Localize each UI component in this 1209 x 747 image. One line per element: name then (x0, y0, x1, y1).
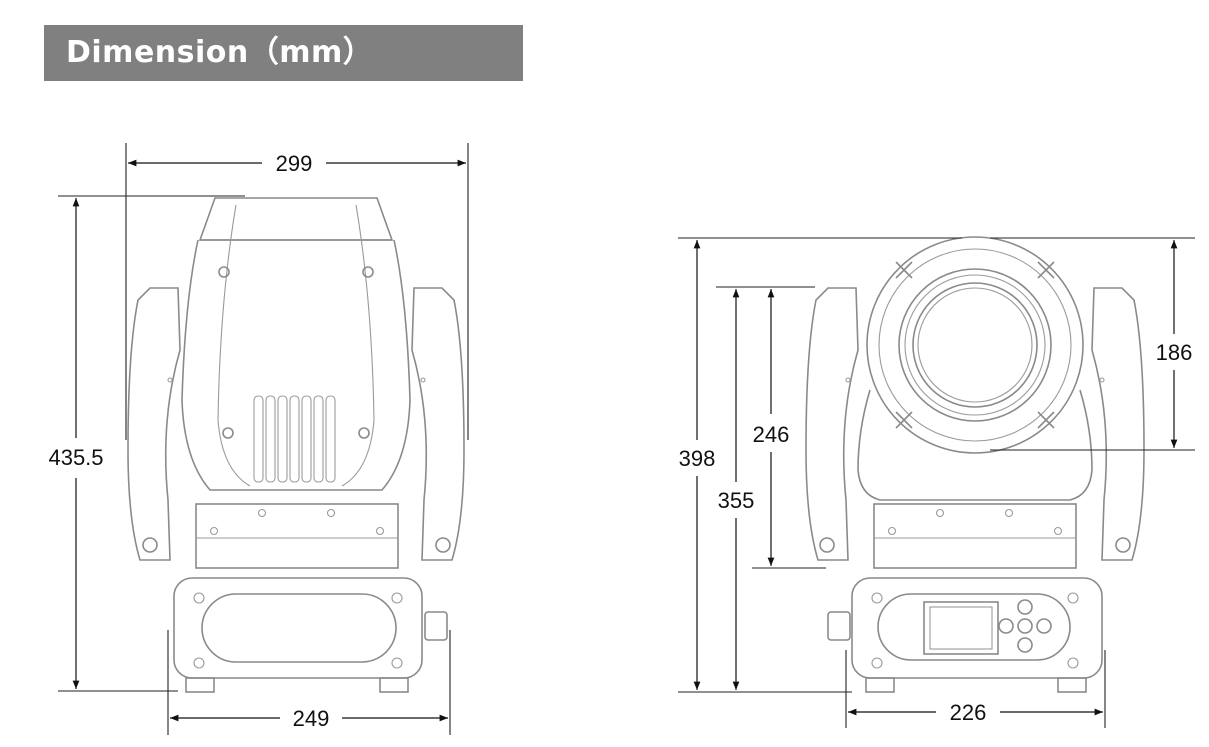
dim-right-height-246: 246 (753, 422, 790, 447)
vent-fins (253, 395, 336, 483)
dim-right-height-head: 186 (1156, 340, 1193, 365)
display-screen (923, 601, 999, 655)
dim-right-width-base: 226 (950, 700, 987, 725)
right-dimension-lines (678, 237, 1195, 728)
dim-left-width-top: 299 (276, 151, 313, 176)
section-title: Dimension（mm） (66, 35, 374, 70)
section-header: Dimension（mm） (44, 25, 523, 81)
lens-clip-icon (895, 261, 1055, 429)
left-view-fixture (127, 197, 465, 693)
dim-right-height-355: 355 (718, 488, 755, 513)
screw-icon (218, 266, 374, 439)
dim-right-height-total: 398 (679, 446, 716, 471)
right-view-fixture (805, 236, 1145, 693)
keypad-buttons (998, 599, 1052, 653)
dim-left-width-base: 249 (293, 706, 330, 731)
dim-left-height-total: 435.5 (48, 445, 103, 470)
left-dimension-lines (58, 143, 469, 735)
